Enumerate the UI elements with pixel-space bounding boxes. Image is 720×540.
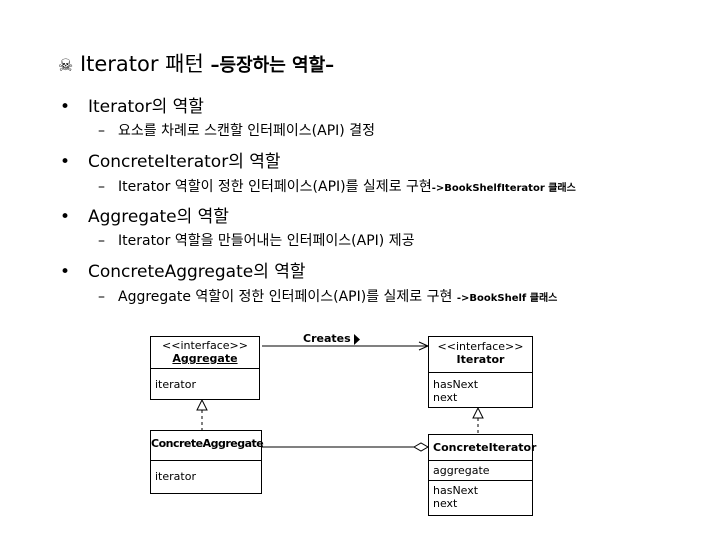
title-suffix: –등장하는 역할– [210, 55, 335, 76]
bullet-concrete-iterator: • ConcreteIterator의 역할 [60, 147, 281, 172]
sub-text: Iterator 역할을 만들어내는 인터페이스(API) 제공 [118, 233, 415, 249]
sub-note: ->BookShelfIterator 클래스 [431, 183, 576, 194]
bullet-iterator: • Iterator의 역할 [60, 92, 204, 117]
sub-iterator: –요소를 차례로 스캔할 인터페이스(API) 결정 [98, 120, 375, 140]
class-header: <<interface>> Aggregate [151, 337, 259, 369]
bullet-label: ConcreteIterator의 역할 [88, 152, 281, 172]
class-header: ConcreteIterator [429, 435, 537, 461]
method-list: hasNext next [429, 373, 532, 409]
method-item: next [433, 391, 458, 404]
bullet-label: ConcreteAggregate의 역할 [88, 262, 306, 282]
method-list: iterator [151, 461, 261, 495]
class-name: Aggregate [172, 352, 238, 365]
field-list: aggregate [429, 461, 532, 481]
class-name: Iterator [456, 353, 505, 366]
sub-text: Aggregate 역할이 정한 인터페이스(API)를 실제로 구현 [118, 289, 453, 305]
stereotype: <<interface>> [162, 339, 248, 352]
sub-dash: – [98, 123, 105, 139]
method-item: next [433, 497, 458, 510]
sub-aggregate: –Iterator 역할을 만들어내는 인터페이스(API) 제공 [98, 230, 414, 250]
direction-triangle-icon [354, 334, 360, 345]
sub-concrete-aggregate: –Aggregate 역할이 정한 인터페이스(API)를 실제로 구현 ->B… [98, 286, 557, 306]
skull-crossbones-icon: ☠ [58, 56, 74, 76]
bullet-dot: • [60, 152, 71, 172]
sub-dash: – [98, 233, 105, 249]
sub-note: ->BookShelf 클래스 [456, 293, 558, 304]
method-item: hasNext [433, 484, 479, 497]
stereotype: <<interface>> [437, 340, 524, 353]
bullet-dot: • [60, 207, 71, 227]
method-list: hasNext next [429, 481, 532, 517]
realization-arrowhead-iterator [472, 406, 484, 419]
bullet-label: Aggregate의 역할 [88, 207, 229, 227]
sub-text: 요소를 차례로 스캔할 인터페이스(API) 결정 [118, 123, 375, 139]
class-concrete-iterator: ConcreteIterator aggregate hasNext next [428, 434, 537, 517]
bullet-aggregate: • Aggregate의 역할 [60, 202, 229, 227]
method-item: iterator [155, 378, 196, 391]
method-list: iterator [151, 369, 259, 401]
class-header: ConcreteAggregate [151, 431, 264, 461]
method-item: iterator [155, 470, 196, 483]
sub-dash: – [98, 179, 105, 195]
sub-dash: – [98, 289, 105, 305]
bullet-label: Iterator의 역할 [88, 97, 204, 117]
page-title: ☠ Iterator 패턴 –등장하는 역할– [58, 48, 334, 78]
class-concrete-aggregate: ConcreteAggregate iterator [150, 430, 264, 495]
class-iterator: <<interface>> Iterator hasNext next [428, 336, 533, 408]
method-item: hasNext [433, 378, 479, 391]
aggregation-diamond-icon [412, 442, 430, 452]
class-aggregate: <<interface>> Aggregate iterator [150, 336, 260, 400]
bullet-dot: • [60, 97, 71, 117]
title-main: Iterator 패턴 [79, 52, 204, 76]
class-header: <<interface>> Iterator [429, 337, 532, 373]
creates-label: Creates [303, 332, 351, 345]
sub-concrete-iterator: –Iterator 역할이 정한 인터페이스(API)를 실제로 구현->Boo… [98, 176, 576, 196]
realization-arrowhead-aggregate [196, 398, 208, 411]
bullet-dot: • [60, 262, 71, 282]
sub-text: Iterator 역할이 정한 인터페이스(API)를 실제로 구현 [118, 179, 432, 195]
bullet-concrete-aggregate: • ConcreteAggregate의 역할 [60, 257, 306, 282]
field-item: aggregate [433, 464, 490, 477]
